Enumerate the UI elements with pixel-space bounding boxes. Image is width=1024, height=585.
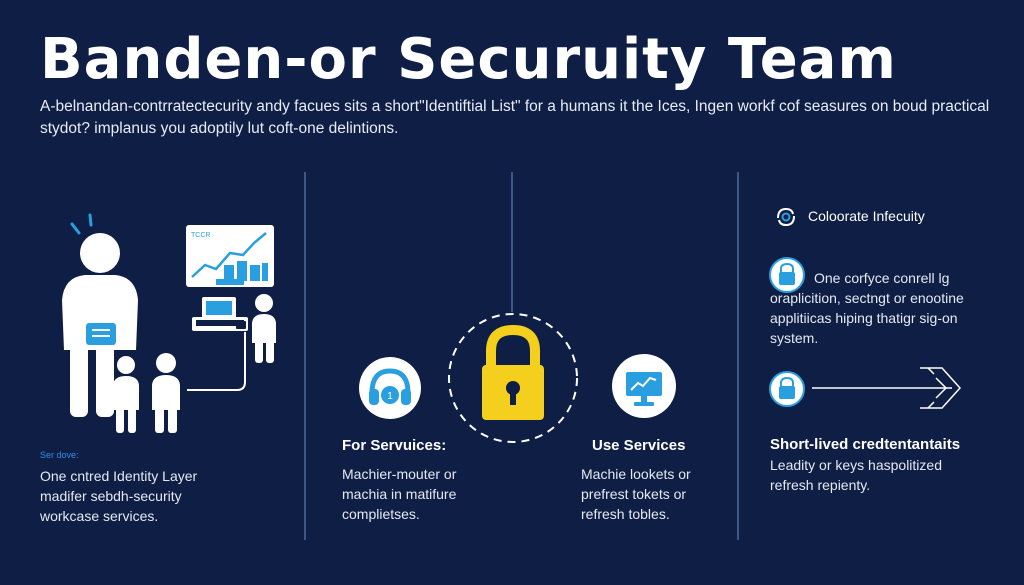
sync-icon [777,207,795,227]
use-services-heading: Use Services [592,437,686,454]
monitor-label: TCCR [191,232,210,239]
headphones-badge: 1 [359,357,421,419]
left-illustration: TCCR [62,213,276,433]
right-header: Coloorate Infecuity [808,208,925,224]
use-services-text: Machie lookets or prefrest tokets or ref… [581,466,691,522]
for-services-heading: For Servuices: [342,437,447,454]
lock-badge-2 [769,371,805,407]
divider-left [304,172,306,540]
for-services-text: Machier-mouter or machia in matifure com… [342,466,457,522]
page-title: Banden-or Securuity Team [40,27,897,92]
monitor-icon [626,372,662,406]
child-icon [113,294,276,433]
laptop-icon [192,297,248,331]
svg-text:1: 1 [387,391,393,402]
divider-right [737,172,739,540]
lock-icon [779,262,795,285]
left-section-label: Ser dove: [40,450,79,460]
arrow-icon [812,367,962,409]
headphones-icon: 1 [369,368,411,405]
lock-badge-1 [769,257,805,293]
right-item1-text: One corfyce conrell lg oraplicition, sec… [770,270,964,346]
person-icon [62,233,138,417]
padlock-badge [448,313,578,443]
padlock-icon [482,324,544,420]
monitor-badge [612,354,676,418]
page-subtitle: A-belnandan-contrratectecurity andy facu… [40,98,990,137]
signal-icon [70,213,93,235]
lock-icon [779,376,795,399]
divider-center [511,172,513,312]
monitor-chart-icon: TCCR [186,225,274,287]
left-description: One cntred Identity Layer madifer sebdh-… [40,468,198,524]
short-lived-text: Leadity or keys haspolitized refresh rep… [770,457,942,493]
short-lived-heading: Short-lived credtentantaits [770,436,961,453]
